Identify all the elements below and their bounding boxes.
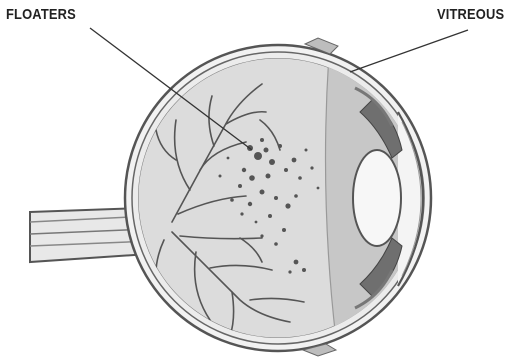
vitreous-pointer-line: [350, 30, 468, 72]
lens: [353, 150, 401, 246]
